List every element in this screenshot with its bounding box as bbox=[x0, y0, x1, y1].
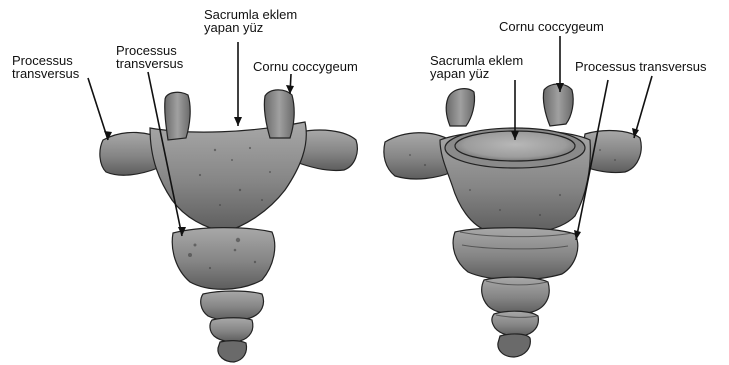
left-view-tip bbox=[218, 341, 247, 362]
label-right-processus-text: Processus transversus bbox=[575, 60, 707, 73]
leader-left-processus-outer bbox=[88, 78, 108, 140]
label-left-processus-outer-line2: transversus bbox=[12, 67, 79, 80]
right-view-tip bbox=[498, 334, 530, 357]
label-left-cornu-text: Cornu coccygeum bbox=[253, 60, 358, 73]
left-view-third-segment bbox=[201, 291, 264, 320]
label-right-sacrumla-line2: yapan yüz bbox=[430, 67, 523, 80]
label-right-cornu-coccygeum: Cornu coccygeum bbox=[499, 20, 604, 33]
label-left-processus-transversus-outer: Processus transversus bbox=[12, 54, 79, 80]
right-view-second-segment bbox=[453, 228, 578, 280]
leader-right-processus-2 bbox=[634, 76, 652, 138]
left-view-cornu-right bbox=[264, 90, 294, 138]
right-view-fourth-segment bbox=[492, 311, 539, 336]
label-right-cornu-text: Cornu coccygeum bbox=[499, 20, 604, 33]
label-right-processus-transversus: Processus transversus bbox=[575, 60, 707, 73]
left-view-second-segment bbox=[172, 228, 275, 290]
right-view-cornu-right bbox=[543, 84, 573, 126]
left-coccyx-bone bbox=[100, 90, 357, 362]
right-coccyx-bone bbox=[384, 84, 641, 357]
right-view-cornu-left bbox=[446, 89, 474, 126]
left-view-fourth-segment bbox=[210, 318, 253, 342]
label-left-processus-inner-line2: transversus bbox=[116, 57, 183, 70]
label-right-sacrumla-eklem: Sacrumla eklem yapan yüz bbox=[430, 54, 523, 80]
label-left-cornu-coccygeum: Cornu coccygeum bbox=[253, 60, 358, 73]
label-left-sacrumla-eklem: Sacrumla eklem yapan yüz bbox=[204, 8, 297, 34]
label-left-sacrumla-line2: yapan yüz bbox=[204, 21, 297, 34]
left-view-cornu-left bbox=[165, 92, 190, 140]
label-left-processus-transversus-inner: Processus transversus bbox=[116, 44, 183, 70]
